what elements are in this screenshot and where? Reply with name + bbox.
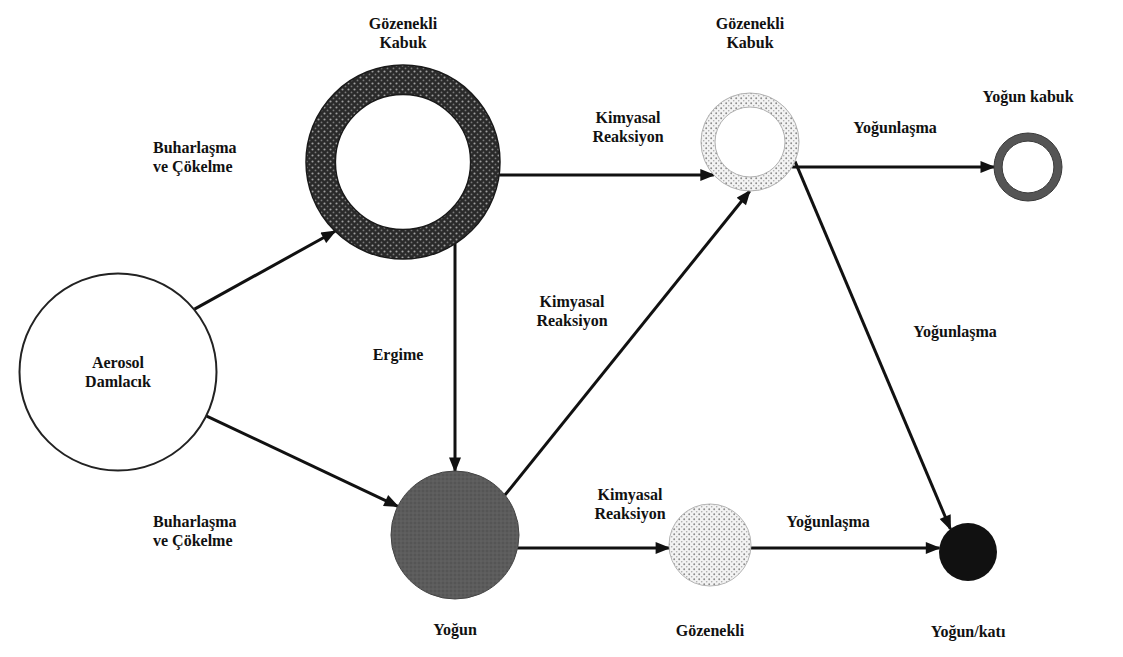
node-text-group: Gözenekli — [676, 621, 744, 640]
process-label: Buharlaşma ve Çökelme — [150, 512, 254, 550]
particle-shape — [18, 272, 218, 472]
particle-shape — [700, 92, 800, 192]
particle-label: Gözenekli Kabuk — [369, 14, 437, 52]
porous-shell-ring — [701, 93, 799, 191]
droplet-circle — [20, 274, 217, 471]
particle-shape — [305, 64, 501, 260]
particle-node: Gözenekli — [668, 503, 752, 587]
process-arrow — [518, 547, 669, 550]
process-label: Yoğunlaşma — [783, 512, 873, 531]
node-text-group: Aerosol Damlacık — [18, 272, 218, 472]
process-arrow — [795, 161, 950, 529]
process-label: Kimyasal Reaksiyon — [589, 108, 666, 146]
process-label: Ergime — [370, 345, 427, 364]
node-text-group: Yoğun kabuk — [982, 87, 1073, 106]
node-text-group: Gözenekli Kabuk — [716, 14, 784, 52]
particle-node: Gözenekli Kabuk — [305, 64, 501, 260]
process-arrow — [751, 547, 939, 550]
solid-particle — [939, 523, 997, 581]
particle-shape — [390, 470, 520, 600]
particle-label: Aerosol Damlacık — [85, 353, 151, 391]
process-arrow — [505, 191, 750, 495]
process-arrow — [499, 174, 714, 177]
porous-particle — [669, 504, 751, 586]
process-label: Kimyasal Reaksiyon — [533, 292, 610, 330]
node-text-group: Yoğun — [433, 620, 477, 639]
process-label: Kimyasal Reaksiyon — [591, 485, 668, 523]
particle-label: Gözenekli — [676, 621, 744, 640]
particle-shape — [938, 522, 998, 582]
process-label: Yoğunlaşma — [850, 118, 940, 137]
process-arrow — [454, 244, 457, 471]
particle-label: Yoğun kabuk — [982, 87, 1073, 106]
node-text-group: Gözenekli Kabuk — [369, 14, 437, 52]
process-arrow — [792, 166, 994, 169]
particle-node: Aerosol Damlacık — [18, 272, 218, 472]
particle-node: Yoğun kabuk — [993, 132, 1063, 202]
process-arrow — [207, 416, 398, 506]
dense-shell-ring — [994, 133, 1062, 201]
dense-particle — [391, 471, 519, 599]
particle-node: Yoğun — [390, 470, 520, 600]
particle-label: Yoğun/katı — [931, 622, 1006, 641]
process-arrow — [195, 231, 336, 309]
process-label: Buharlaşma ve Çökelme — [150, 138, 254, 176]
process-label: Yoğunlaşma — [910, 322, 1000, 341]
particle-shape — [993, 132, 1063, 202]
node-text-group: Yoğun/katı — [931, 622, 1006, 641]
particle-node: Gözenekli Kabuk — [700, 92, 800, 192]
particle-shape — [668, 503, 752, 587]
particle-label: Gözenekli Kabuk — [716, 14, 784, 52]
particle-node: Yoğun/katı — [938, 522, 998, 582]
porous-shell-ring — [306, 65, 500, 259]
particle-label: Yoğun — [433, 620, 477, 639]
